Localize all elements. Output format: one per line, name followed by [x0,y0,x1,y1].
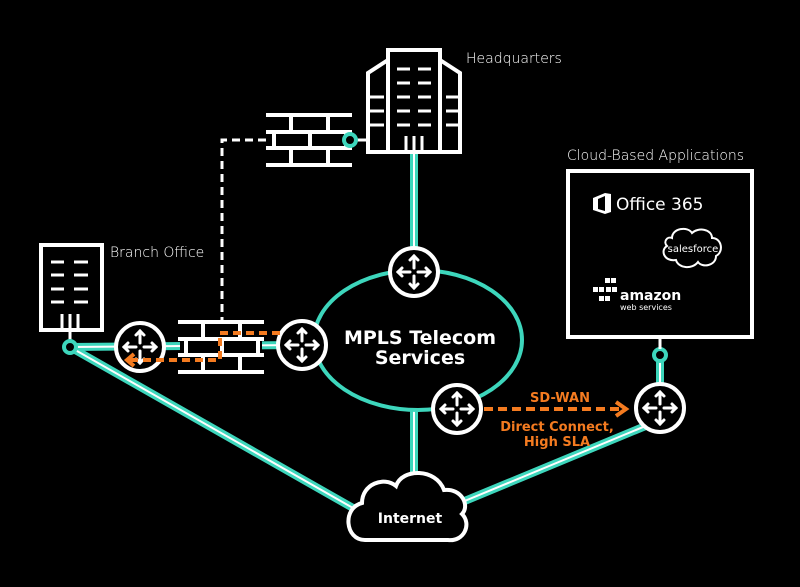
firewall-dashed-link [220,138,266,322]
headquarters-building-icon [366,48,462,154]
branch-office-label: Branch Office [110,245,204,261]
branch-building-icon [39,243,104,347]
direct-connect-label: Direct Connect, [500,420,614,435]
cloud-node [652,347,668,363]
internet-label: Internet [378,511,443,527]
sdwan-label: SD-WAN [530,391,590,406]
svg-text:Office 365: Office 365 [616,195,703,215]
mpls-label-1: MPLS Telecom [344,327,496,349]
svg-text:amazon: amazon [620,288,681,304]
sdwan-branch-path [128,331,280,362]
hq-node [342,132,358,148]
cloud-apps-label: Cloud-Based Applications [567,148,744,164]
hq-firewall-icon [264,113,354,167]
mpls-left-router-icon [276,319,328,371]
mpls-top-router-icon [388,246,440,298]
svg-text:web services: web services [620,303,672,312]
headquarters-label: Headquarters [466,51,562,67]
high-sla-label: High SLA [524,435,590,450]
svg-text:salesforce: salesforce [668,244,719,255]
branch-node [62,339,78,355]
internet-cloud-icon [346,471,469,543]
mpls-label-2: Services [375,347,465,369]
sdwan-arrow-icon [614,400,630,418]
office365-logo: Office 365 [593,193,703,215]
sdwan-router-icon [431,383,483,435]
branch-router-icon [114,321,166,373]
cloud-router-icon [634,382,686,434]
salesforce-logo: salesforce [662,227,722,268]
aws-logo: amazon web services [593,278,681,312]
